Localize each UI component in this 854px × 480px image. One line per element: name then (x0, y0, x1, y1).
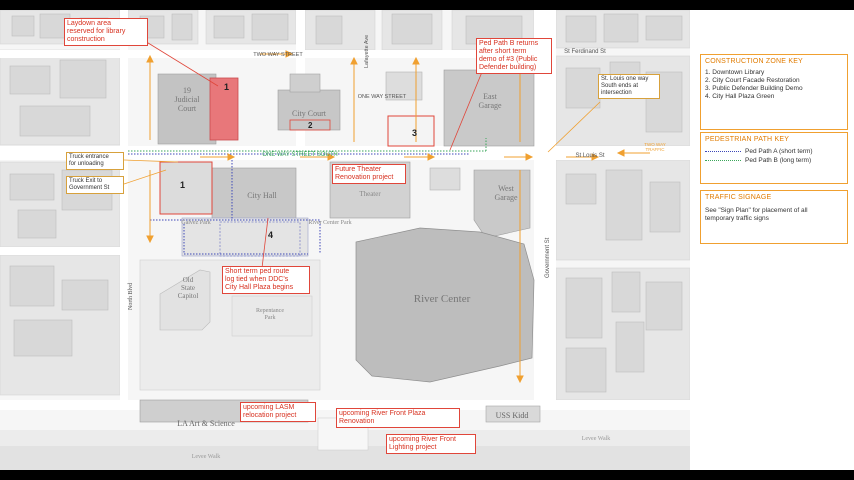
two-way-traffic-label: TWO WAY TRAFFIC (644, 142, 666, 152)
zone-4-label: 4 (268, 230, 273, 240)
city-court-annex (289, 73, 321, 93)
short-term-ped-callout: Short term ped route log tied when DDC's… (222, 266, 310, 294)
government-st-label: Government St (545, 237, 551, 278)
zone-2-label: 2 (308, 121, 313, 130)
construction-key-item: 2. City Court Facade Restoration (705, 77, 800, 84)
ped-path-a-swatch (705, 151, 741, 152)
city-hall-label: City Hall (247, 191, 277, 200)
ped-path-b-key: Ped Path B (long term) (705, 156, 843, 165)
city-hall-plaza-area (181, 217, 309, 257)
truck-exit-callout: Truck Exit to Government St (66, 176, 124, 194)
east-garage-building (443, 69, 535, 147)
traffic-key-title: TRAFFIC SIGNAGE (705, 194, 772, 201)
repentance-park-area (231, 295, 313, 337)
ped-path-a (128, 153, 470, 255)
downtown-construction-map: 1 1 2 3 4 City Court City Hall Theater R… (0, 10, 690, 470)
st-louis-oneway-callout: St. Louis one way South ends at intersec… (598, 74, 660, 99)
galvez-park-label: Galvez Park (181, 220, 211, 226)
ped-path-b-swatch (705, 160, 741, 161)
river-center-building (355, 227, 535, 383)
ped-path-b (128, 138, 487, 152)
west-garage-building (473, 169, 531, 239)
callout-leaders-orange (123, 101, 601, 185)
repentance-park-label: Repentance Park (256, 308, 284, 321)
uss-kidd-area (485, 405, 541, 423)
traffic-key-text: See "Sign Plan" for placement of all tem… (705, 207, 808, 222)
laydown-area-callout: Laydown area reserved for library constr… (64, 18, 148, 46)
st-ferdinand-label: St Ferdinand St (564, 49, 606, 55)
levee-walk-right-label: Levee Walk (582, 436, 611, 442)
traffic-signage-key: TRAFFIC SIGNAGE See "Sign Plan" for plac… (700, 190, 848, 244)
ped-path-a-key-label: Ped Path A (short term) (745, 148, 813, 155)
construction-zone-key: CONSTRUCTION ZONE KEY 1. Downtown Librar… (700, 54, 848, 130)
construction-key-title: CONSTRUCTION ZONE KEY (705, 58, 803, 65)
zone-4-boundary (219, 221, 301, 257)
slide: 1 1 2 3 4 City Court City Hall Theater R… (0, 10, 854, 470)
pedestrian-path-key: PEDESTRIAN PATH KEY Ped Path A (short te… (700, 132, 848, 184)
future-theater-callout: Future Theater Renovation project (332, 164, 406, 184)
two-way-street-label: TWO WAY STREET (253, 52, 303, 58)
ped-path-a-key: Ped Path A (short term) (705, 147, 843, 156)
zone-1b-label: 1 (180, 180, 185, 190)
library-zone-shape (209, 77, 239, 141)
small-building-near-west-garage (429, 167, 461, 191)
city-court-label: City Court (292, 109, 327, 118)
st-louis-label: St Louis St (575, 153, 604, 159)
old-state-capitol-label: Old State Capitol (177, 276, 199, 300)
river-center-label: River Center (414, 293, 471, 305)
construction-key-item: 3. Public Defender Building Demo (705, 85, 803, 92)
zone-3-label: 3 (412, 128, 417, 138)
old-state-capitol-building (159, 269, 211, 331)
ped-path-b-key-label: Ped Path B (long term) (745, 157, 812, 164)
east-garage-label: East Garage (478, 92, 502, 110)
lafayette-label: Lafayette Ave (364, 35, 370, 68)
north-blvd-label: North Blvd (128, 283, 134, 310)
west-garage-label: West Garage (494, 184, 518, 202)
pedestrian-key-title: PEDESTRIAN PATH KEY (705, 136, 790, 143)
truck-entrance-callout: Truck entrance for unloading (66, 152, 124, 170)
uss-kidd-label: USS Kidd (496, 411, 529, 420)
la-art-science-label: LA Art & Science (177, 419, 235, 428)
judicial-court-label: 19 Judicial Court (174, 86, 200, 113)
construction-key-item: 4. City Hall Plaza Green (705, 93, 775, 100)
zone-2-box (289, 119, 331, 131)
river-center-park-label: River Center Park (308, 220, 351, 226)
zone-3-box (387, 115, 435, 147)
zone-1-label: 1 (224, 82, 229, 92)
upcoming-lighting-callout: upcoming River Front Lighting project (386, 434, 476, 454)
theater-label: Theater (359, 190, 381, 198)
one-way-south-label: ONE WAY STREET SOUTH (262, 152, 337, 158)
callout-leaders (139, 37, 483, 269)
zone-1-second-box (159, 161, 213, 215)
ped-path-b-callout: Ped Path B returns after short term demo… (476, 38, 552, 74)
upcoming-river-plaza-callout: upcoming River Front Plaza Renovation (336, 408, 460, 428)
judicial-court-building (157, 73, 217, 145)
levee-walk-left-label: Levee Walk (192, 454, 221, 460)
upcoming-lasm-callout: upcoming LASM relocation project (240, 402, 316, 422)
one-way-street-label: ONE WAY STREET (358, 94, 407, 100)
construction-key-item: 1. Downtown Library (705, 69, 765, 76)
